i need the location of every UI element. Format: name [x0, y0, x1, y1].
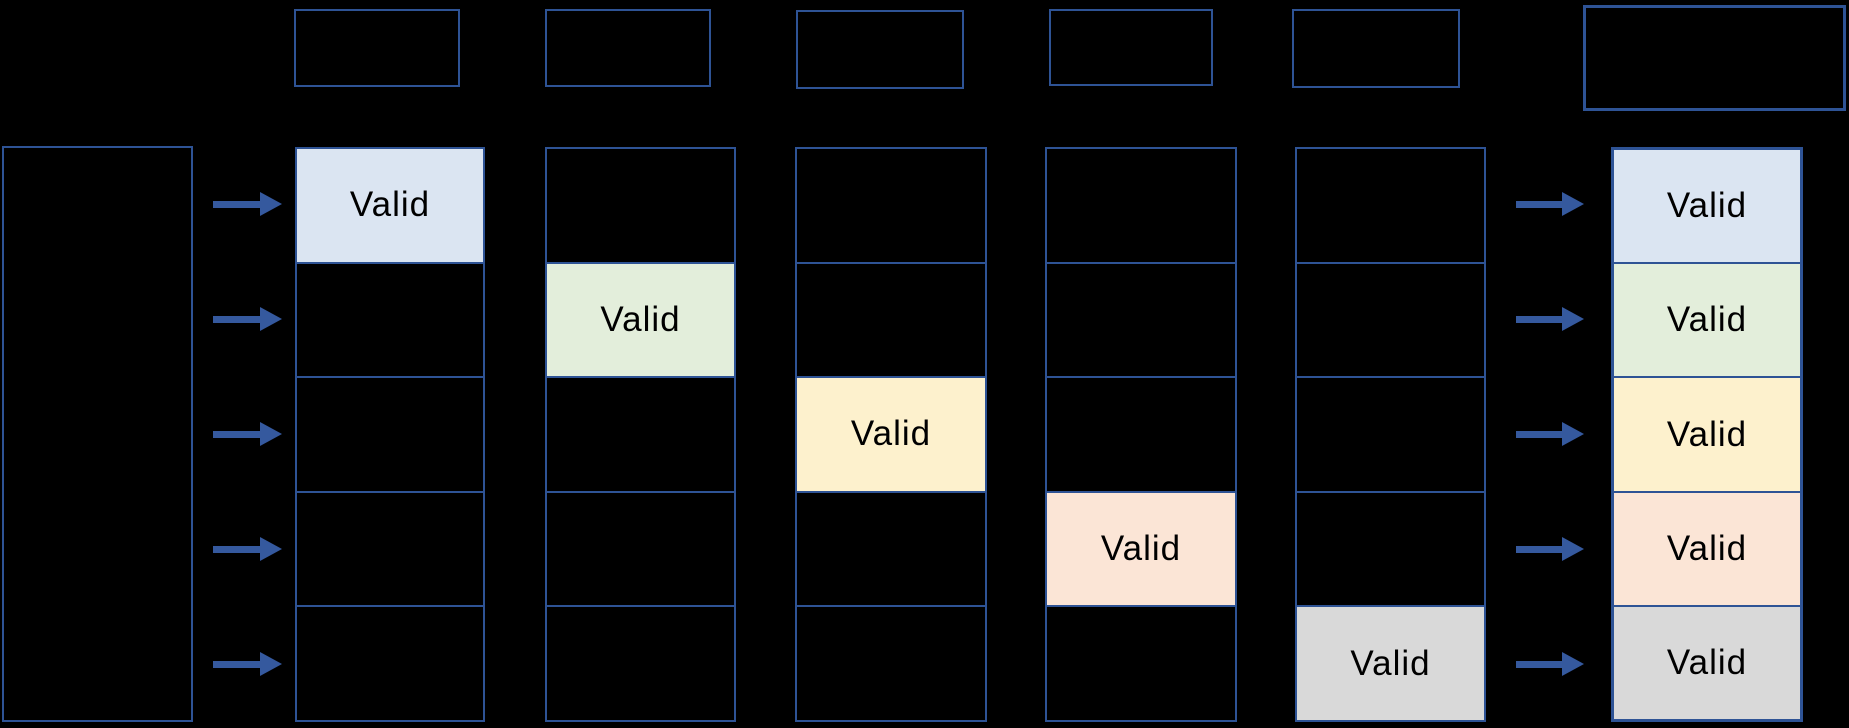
- arrow-head: [1562, 537, 1584, 561]
- cell: [1047, 264, 1235, 379]
- arrow-head: [1562, 307, 1584, 331]
- column-3: Valid: [795, 147, 987, 722]
- valid-cell: Valid: [1614, 606, 1800, 720]
- valid-cell: Valid: [1047, 492, 1235, 608]
- arrow-shaft: [1516, 430, 1562, 438]
- cell: [797, 149, 985, 264]
- column-5: Valid: [1295, 147, 1486, 722]
- right-arrow-icon: [213, 307, 282, 331]
- column-4: Valid: [1045, 147, 1237, 722]
- arrow-head: [260, 307, 282, 331]
- cell: [547, 378, 734, 493]
- header-box-5: [1292, 9, 1460, 88]
- column-1: Valid: [295, 147, 485, 722]
- cell: [1047, 607, 1235, 720]
- cell: [1297, 264, 1484, 379]
- header-box-result: [1583, 5, 1846, 111]
- cell: [1047, 149, 1235, 264]
- arrow-head: [1562, 192, 1584, 216]
- arrow-shaft: [213, 545, 260, 553]
- right-arrow-icon: [213, 652, 282, 676]
- arrow-shaft: [213, 200, 260, 208]
- cell: [297, 493, 483, 608]
- arrow-head: [260, 192, 282, 216]
- column-2: Valid: [545, 147, 736, 722]
- cell: [297, 378, 483, 493]
- valid-cell: Valid: [797, 378, 985, 493]
- arrow-shaft: [1516, 200, 1562, 208]
- valid-cell: Valid: [1614, 378, 1800, 493]
- right-arrow-icon: [1516, 307, 1584, 331]
- arrow-shaft: [213, 430, 260, 438]
- right-arrow-icon: [213, 422, 282, 446]
- cell: [297, 607, 483, 720]
- arrow-shaft: [1516, 545, 1562, 553]
- cell: [797, 607, 985, 720]
- arrow-head: [260, 652, 282, 676]
- arrow-shaft: [1516, 315, 1562, 323]
- cell: [547, 607, 734, 720]
- cell: [1297, 149, 1484, 264]
- arrow-head: [1562, 652, 1584, 676]
- valid-cell: Valid: [547, 263, 734, 379]
- arrow-shaft: [1516, 660, 1562, 668]
- valid-cell: Valid: [1297, 607, 1484, 720]
- right-arrow-icon: [1516, 422, 1584, 446]
- arrow-head: [260, 422, 282, 446]
- header-box-3: [796, 10, 964, 89]
- right-arrow-icon: [1516, 537, 1584, 561]
- cell: [797, 264, 985, 379]
- valid-cell: Valid: [297, 149, 483, 264]
- cell: [797, 493, 985, 608]
- source-box: [2, 146, 193, 722]
- arrow-shaft: [213, 660, 260, 668]
- cell: [1297, 378, 1484, 493]
- right-arrow-icon: [1516, 652, 1584, 676]
- header-box-1: [294, 9, 460, 87]
- cell: [547, 493, 734, 608]
- header-box-4: [1049, 9, 1213, 86]
- column-result: Valid Valid Valid Valid Valid: [1611, 147, 1803, 722]
- valid-cell: Valid: [1614, 150, 1800, 265]
- cell: [547, 149, 734, 264]
- valid-cell: Valid: [1614, 492, 1800, 607]
- arrow-head: [1562, 422, 1584, 446]
- right-arrow-icon: [213, 192, 282, 216]
- cell: [297, 264, 483, 379]
- cell: [1297, 493, 1484, 608]
- arrow-shaft: [213, 315, 260, 323]
- right-arrow-icon: [1516, 192, 1584, 216]
- arrow-head: [260, 537, 282, 561]
- header-box-2: [545, 9, 711, 87]
- cell: [1047, 378, 1235, 493]
- valid-cell: Valid: [1614, 264, 1800, 379]
- right-arrow-icon: [213, 537, 282, 561]
